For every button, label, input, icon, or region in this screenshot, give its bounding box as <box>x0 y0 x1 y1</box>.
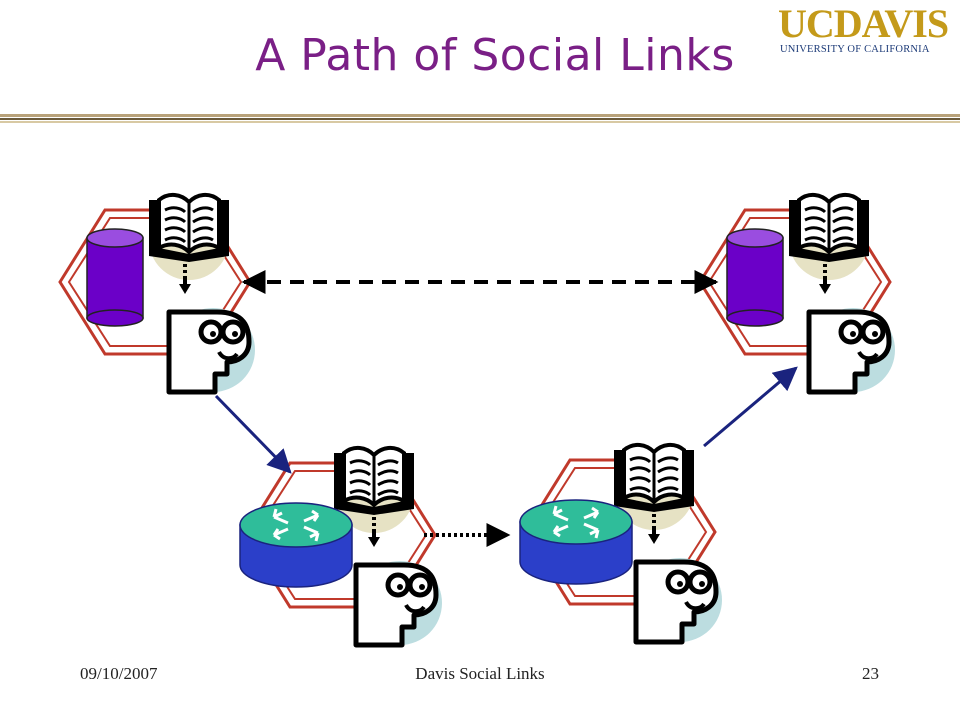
host-node-top-right <box>698 192 895 392</box>
face-icon <box>636 558 722 642</box>
footer-title: Davis Social Links <box>415 664 545 683</box>
face-icon <box>809 308 895 392</box>
logo-wordmark: UCDAVIS <box>778 1 949 46</box>
database-icon <box>726 228 784 327</box>
router-icon <box>518 498 634 586</box>
edge-solid-right <box>703 366 798 448</box>
book-icon <box>787 192 871 282</box>
title-divider <box>0 114 960 123</box>
edge-solid-left <box>214 394 292 474</box>
slide-title: A Path of Social Links <box>255 30 735 81</box>
router-node-bottom-left <box>238 445 442 645</box>
ucdavis-logo: UCDAVIS UNIVERSITY OF CALIFORNIA <box>778 1 954 56</box>
footer-date: 09/10/2007 <box>80 664 158 683</box>
book-icon <box>147 192 231 282</box>
router-icon <box>238 501 354 589</box>
face-icon <box>169 308 255 392</box>
database-icon <box>86 228 144 327</box>
face-icon <box>356 561 442 645</box>
router-node-bottom-right <box>518 442 722 642</box>
logo-subtitle: UNIVERSITY OF CALIFORNIA <box>780 44 930 55</box>
host-node-top-left <box>58 192 255 392</box>
footer-page-number: 23 <box>862 664 879 683</box>
